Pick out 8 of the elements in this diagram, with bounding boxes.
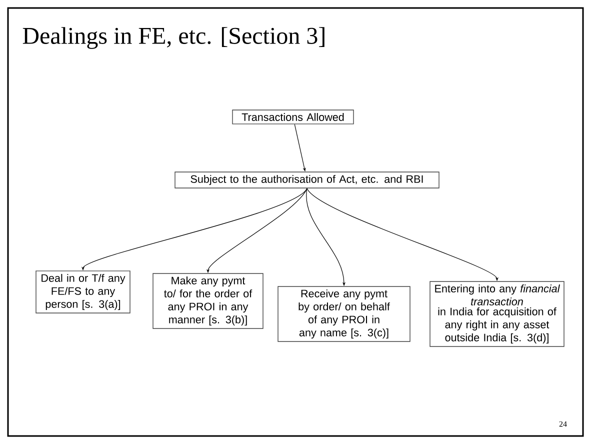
text-box: Subject to the authorisation of Act, etc. and RBI: [174, 172, 440, 188]
text-box: Transactions Allowed: [232, 110, 354, 124]
text-box: Entering into any financial transaction in India for acquisition of any right in any asset outside India [s. 3(d)]: [430, 281, 564, 347]
text-box: Receive any pymt by order/ on behalf of any PROI in any name [s. 3(c)]: [278, 286, 410, 342]
slide-title: Dealings in FE, etc. [Section 3]: [22, 27, 324, 49]
page-number: 24: [559, 421, 567, 427]
text-box: Make any pymt to/ for the order of any PROI in any manner [s. 3(b)]: [152, 273, 264, 329]
text-box: Deal in or T/f any FE/FS to any person [s. 3(a)]: [36, 270, 130, 314]
